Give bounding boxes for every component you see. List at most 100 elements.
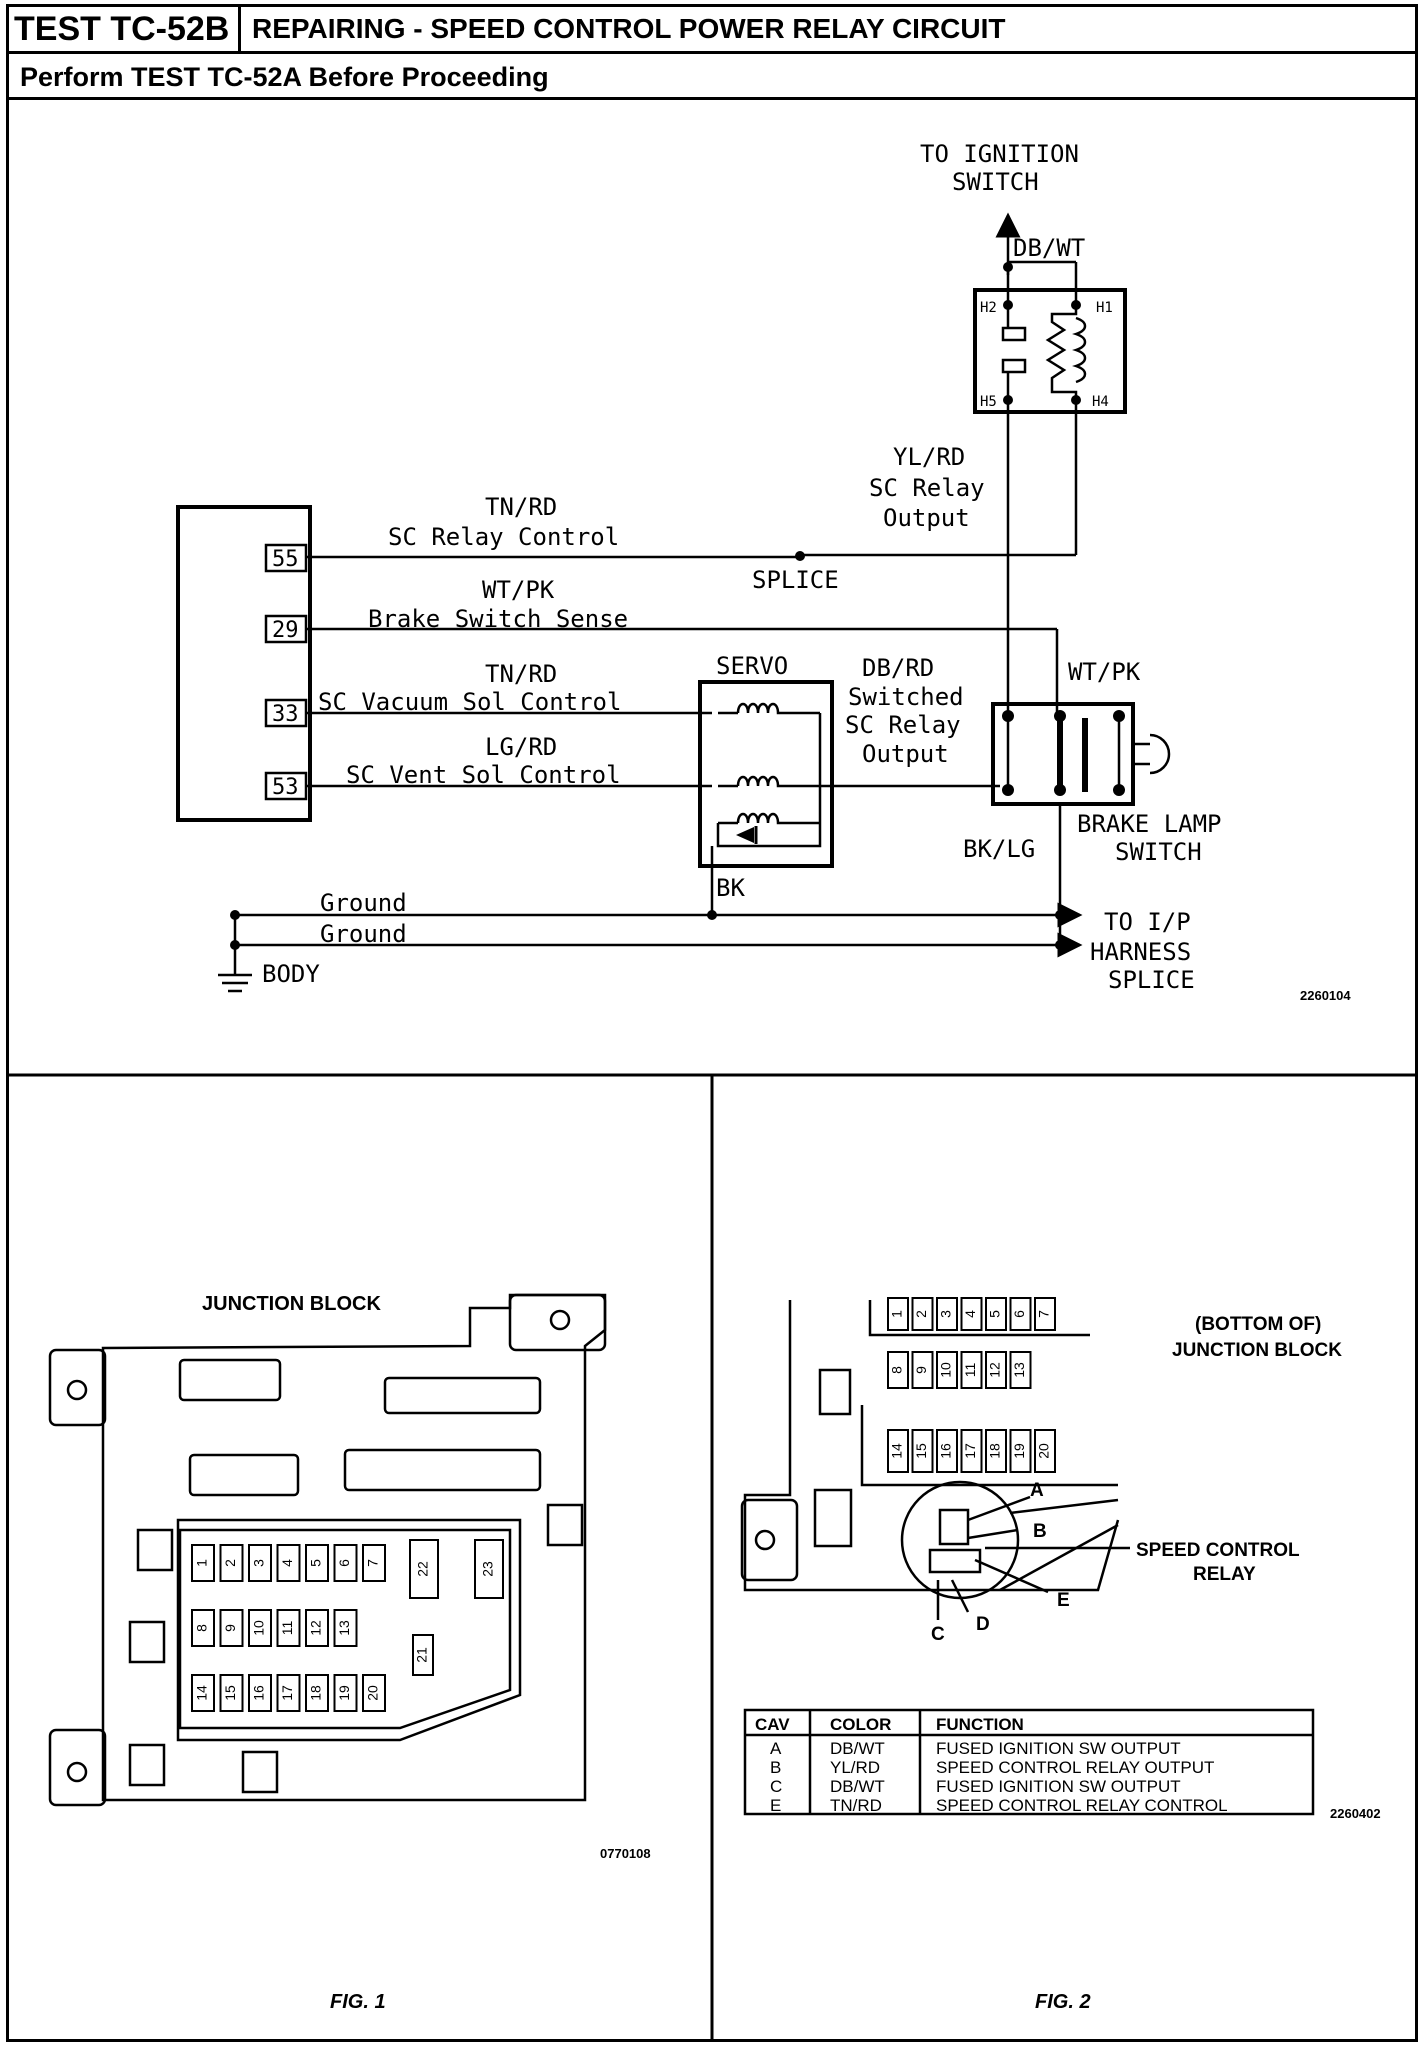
table-cell: SPEED CONTROL RELAY CONTROL [936, 1796, 1228, 1815]
to-ip-label-3: SPLICE [1108, 966, 1195, 994]
fig2-fuse-label: 17 [962, 1443, 978, 1459]
ignition-label-1: TO IGNITION [920, 140, 1079, 168]
fig2-fuse-label: 13 [1011, 1362, 1027, 1378]
splice-label: SPLICE [752, 566, 839, 594]
relay-label-2: RELAY [1193, 1564, 1256, 1585]
relay-pin-h5: H5 [980, 394, 997, 410]
fig1-fuse-label: 13 [336, 1620, 352, 1636]
fig2-fuse-box [960, 1351, 983, 1389]
fig2-fuse-box [1009, 1429, 1032, 1473]
fig2-fuse-box [1034, 1297, 1056, 1331]
fig2-fuse-label: 8 [889, 1366, 905, 1374]
fig1-fuse-box [409, 1539, 439, 1599]
ground-label-2: Ground [320, 920, 407, 948]
fig1-fuse-label: 16 [251, 1685, 267, 1701]
fig2-fuse-box [960, 1297, 983, 1331]
to-ip-label-1: TO I/P [1104, 908, 1191, 936]
fig2-fuse-label: 16 [938, 1443, 954, 1459]
w53-color: LG/RD [485, 733, 557, 761]
splice-dot [795, 551, 805, 561]
fig2-fuse-label: 11 [962, 1363, 978, 1378]
fig2-code: 2260402 [1330, 1806, 1381, 1821]
fig2-fuse-box [936, 1429, 958, 1473]
to-ip-label-2: HARNESS [1090, 938, 1191, 966]
fig1-fuse-label: 7 [365, 1559, 381, 1567]
fig1-fuse-label: 10 [251, 1620, 267, 1636]
brake-lamp-label-2: SWITCH [1115, 838, 1202, 866]
brake-lamp-label-1: BRAKE LAMP [1077, 810, 1222, 838]
th-cav: CAV [755, 1715, 790, 1734]
fig2-fuse-box [911, 1351, 934, 1389]
fig2-fuse-box [936, 1351, 958, 1389]
cav-table [743, 1708, 1315, 1816]
bk-label: BK [716, 874, 745, 902]
db-rd-label: DB/RD [862, 654, 934, 682]
brake-lamp-switch [991, 702, 1135, 806]
fig1-fuse-label: 4 [279, 1559, 295, 1567]
sc-relay-output-1: SC Relay [869, 474, 985, 502]
body-label: BODY [262, 960, 320, 988]
fig2-fuse-box [1034, 1429, 1056, 1473]
th-color: COLOR [830, 1715, 891, 1734]
fig1-fuse-box [248, 1544, 272, 1582]
cav-c: C [931, 1624, 945, 1645]
fig1-fuse-box [362, 1544, 386, 1582]
fig1-fuse-label: 23 [480, 1561, 496, 1577]
fig1-fuse-box [248, 1674, 272, 1712]
table-cell: DB/WT [830, 1777, 885, 1796]
fig1-fuse-box [474, 1539, 504, 1599]
pin-33-label: 33 [272, 702, 299, 727]
fig2-fuse-label: 6 [1011, 1310, 1027, 1318]
fig2-fuse-box [911, 1297, 934, 1331]
table-cell: C [770, 1777, 782, 1796]
fig2-fuse-label: 18 [987, 1443, 1003, 1459]
w29-func: Brake Switch Sense [368, 605, 628, 633]
w29-color: WT/PK [482, 576, 555, 604]
switched-label-2: SC Relay [845, 711, 961, 739]
ground-label-1: Ground [320, 889, 407, 917]
fig2-fuse-label: 4 [962, 1310, 978, 1318]
fig1-fuse-label: 11 [279, 1621, 295, 1636]
prerequisite-note: Perform TEST TC-52A Before Proceeding [6, 54, 1418, 100]
pin-29-label: 29 [272, 618, 299, 643]
fig1-fuse-box [248, 1609, 272, 1647]
fig2-fuse-label: 10 [938, 1362, 954, 1378]
fig1-fuse-box [191, 1609, 215, 1647]
table-cell: E [770, 1796, 781, 1815]
fig1-fuse-label: 21 [414, 1647, 430, 1663]
fig1-fuse-label: 9 [222, 1624, 238, 1632]
w33-color: TN/RD [485, 660, 557, 688]
servo-box [698, 680, 834, 868]
speed-control-relay [973, 288, 1127, 414]
fig1-fuse-box [305, 1609, 329, 1647]
fig1-fuse-label: 22 [415, 1561, 431, 1577]
relay-label-1: SPEED CONTROL [1136, 1540, 1300, 1561]
fig1-fuse-label: 1 [194, 1559, 210, 1567]
fig1-fuse-box [191, 1544, 215, 1582]
pcm-connector-box [176, 505, 312, 822]
bk-lg-label: BK/LG [963, 835, 1035, 863]
fig1-fuse-box [219, 1544, 244, 1582]
fig2-fuse-box [887, 1429, 909, 1473]
fig2-fuse-box [960, 1429, 983, 1473]
table-cell: FUSED IGNITION SW OUTPUT [936, 1777, 1181, 1796]
fig2-fuse-label: 15 [913, 1443, 929, 1459]
fig2-fuse-label: 9 [913, 1366, 929, 1374]
fig2-fuse-label: 12 [987, 1362, 1003, 1378]
table-cell: TN/RD [830, 1796, 882, 1815]
fig2-fuse-box [887, 1351, 909, 1389]
servo-label: SERVO [716, 652, 788, 680]
fig1-fuse-label: 8 [194, 1624, 210, 1632]
fig2-title-2: JUNCTION BLOCK [1172, 1340, 1342, 1361]
fig1-code: 0770108 [600, 1846, 651, 1861]
table-cell: A [770, 1739, 782, 1758]
w55-func: SC Relay Control [388, 523, 619, 551]
fig1-fuse-box [276, 1609, 301, 1647]
fig2-fuse-label: 3 [938, 1310, 954, 1318]
test-id: TEST TC-52B [6, 4, 241, 54]
fig2-fuse-box [887, 1297, 909, 1331]
w55-color: TN/RD [485, 493, 557, 521]
fig2-fuse-box [1009, 1297, 1032, 1331]
